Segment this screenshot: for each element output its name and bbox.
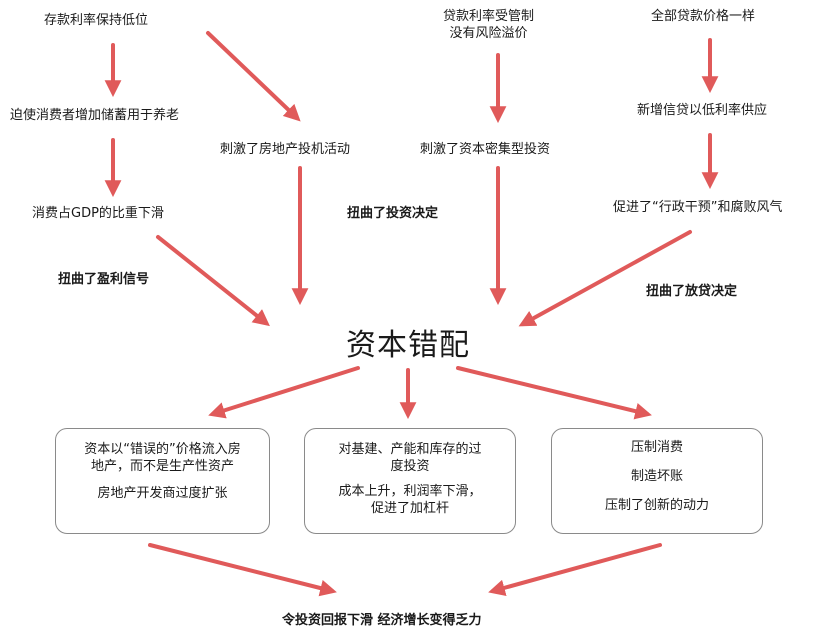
arrow-right-box-to-conclusion [488, 543, 662, 596]
node-loan-rate-controlled: 贷款利率受管制 没有风险溢价 [443, 8, 534, 42]
result-box-overinvestment-line2: 度投资 [390, 459, 430, 474]
result-box-consumption-line1: 压制消费 [630, 440, 683, 455]
result-box-consumption-line2: 制造坏账 [630, 469, 683, 484]
arrow-center-to-left-box [208, 366, 360, 419]
node-admin-intervention: 促进了“行政干预”和腐败风气 [613, 200, 783, 215]
arrow-deposit-to-realestate [206, 31, 301, 122]
node-deposit-rate-low: 存款利率保持低位 [44, 13, 149, 28]
result-box-real-estate-line2: 地产，而不是生产性资产 [90, 459, 234, 474]
center-title-capital-misallocation: 资本错配 [346, 328, 470, 363]
arrow-admin-to-center [518, 230, 692, 327]
arrow-center-to-right-box [456, 366, 652, 420]
label-distorted-investment: 扭曲了投资决定 [347, 206, 439, 221]
node-loan-rate-controlled-line2: 没有风险溢价 [449, 26, 528, 41]
node-low-rate-credit: 新增信贷以低利率供应 [637, 103, 768, 118]
result-box-real-estate-line3: 房地产开发商过度扩张 [97, 486, 228, 501]
node-same-loan-price: 全部贷款价格一样 [651, 9, 756, 24]
result-box-real-estate-line1: 资本以“错误的”价格流入房 [84, 442, 241, 457]
conclusion-text: 令投资回报下滑 经济增长变得乏力 [282, 613, 482, 628]
node-loan-rate-controlled-line1: 贷款利率受管制 [443, 9, 535, 24]
result-box-consumption-line3: 压制了创新的动力 [604, 498, 709, 513]
result-box-real-estate: 资本以“错误的”价格流入房 地产，而不是生产性资产 房地产开发商过度扩张 [55, 428, 270, 534]
node-real-estate-speculation: 刺激了房地产投机活动 [220, 142, 351, 157]
result-box-overinvestment-line4: 促进了加杠杆 [370, 501, 449, 516]
node-capital-intensive-investment: 刺激了资本密集型投资 [420, 142, 551, 157]
result-box-overinvestment: 对基建、产能和库存的过 度投资 成本上升，利润率下滑， 促进了加杠杆 [304, 428, 516, 534]
node-save-for-retirement: 迫使消费者增加储蓄用于养老 [10, 108, 180, 123]
arrow-left-box-to-conclusion [148, 543, 337, 597]
result-box-overinvestment-line1: 对基建、产能和库存的过 [338, 442, 482, 457]
result-box-overinvestment-line3: 成本上升，利润率下滑， [338, 484, 482, 499]
node-consumption-share-down: 消费占GDP的比重下滑 [32, 206, 164, 221]
arrow-consumption-to-center [156, 235, 270, 327]
result-box-consumption: 压制消费 制造坏账 压制了创新的动力 [551, 428, 763, 534]
label-distorted-profit-signal: 扭曲了盈利信号 [58, 272, 150, 287]
label-distorted-lending: 扭曲了放贷决定 [646, 284, 738, 299]
